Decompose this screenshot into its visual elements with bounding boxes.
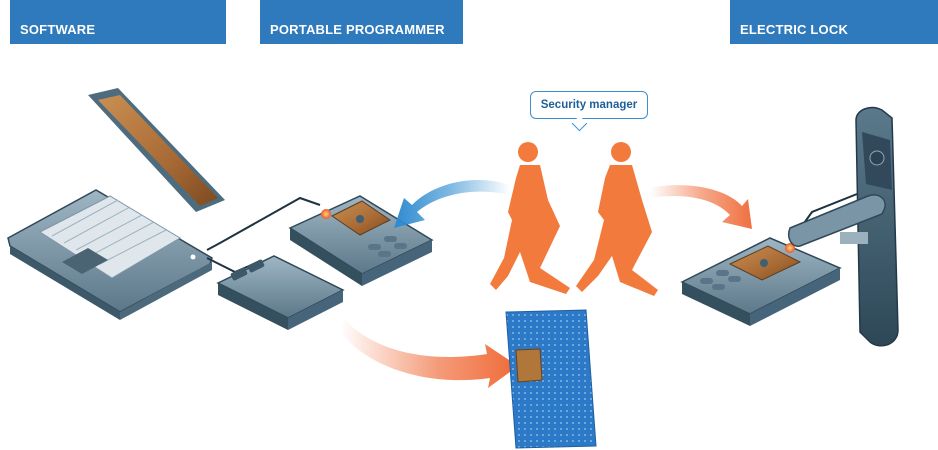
header-software: SOFTWARE <box>10 0 226 44</box>
transfer-arrow-orange <box>340 320 518 388</box>
person-icon <box>576 142 658 296</box>
security-manager-label: Security manager <box>540 99 638 111</box>
portable-programmer-icon <box>680 237 842 326</box>
transfer-arrow-orange <box>650 185 752 229</box>
header-lock-label: ELECTRIC LOCK <box>740 22 849 37</box>
header-electric-lock: ELECTRIC LOCK <box>730 0 938 44</box>
transfer-arrow-blue <box>394 179 510 228</box>
card-reader-icon <box>216 255 345 330</box>
header-software-label: SOFTWARE <box>20 22 96 37</box>
header-programmer-label: PORTABLE PROGRAMMER <box>270 22 445 37</box>
laptop-icon <box>7 88 225 320</box>
security-manager-callout: Security manager <box>530 91 648 119</box>
door-handle-icon <box>788 106 899 347</box>
portable-programmer-icon <box>288 195 434 286</box>
person-icon <box>490 142 570 294</box>
smart-card-icon <box>505 309 597 449</box>
header-portable-programmer: PORTABLE PROGRAMMER <box>260 0 463 44</box>
